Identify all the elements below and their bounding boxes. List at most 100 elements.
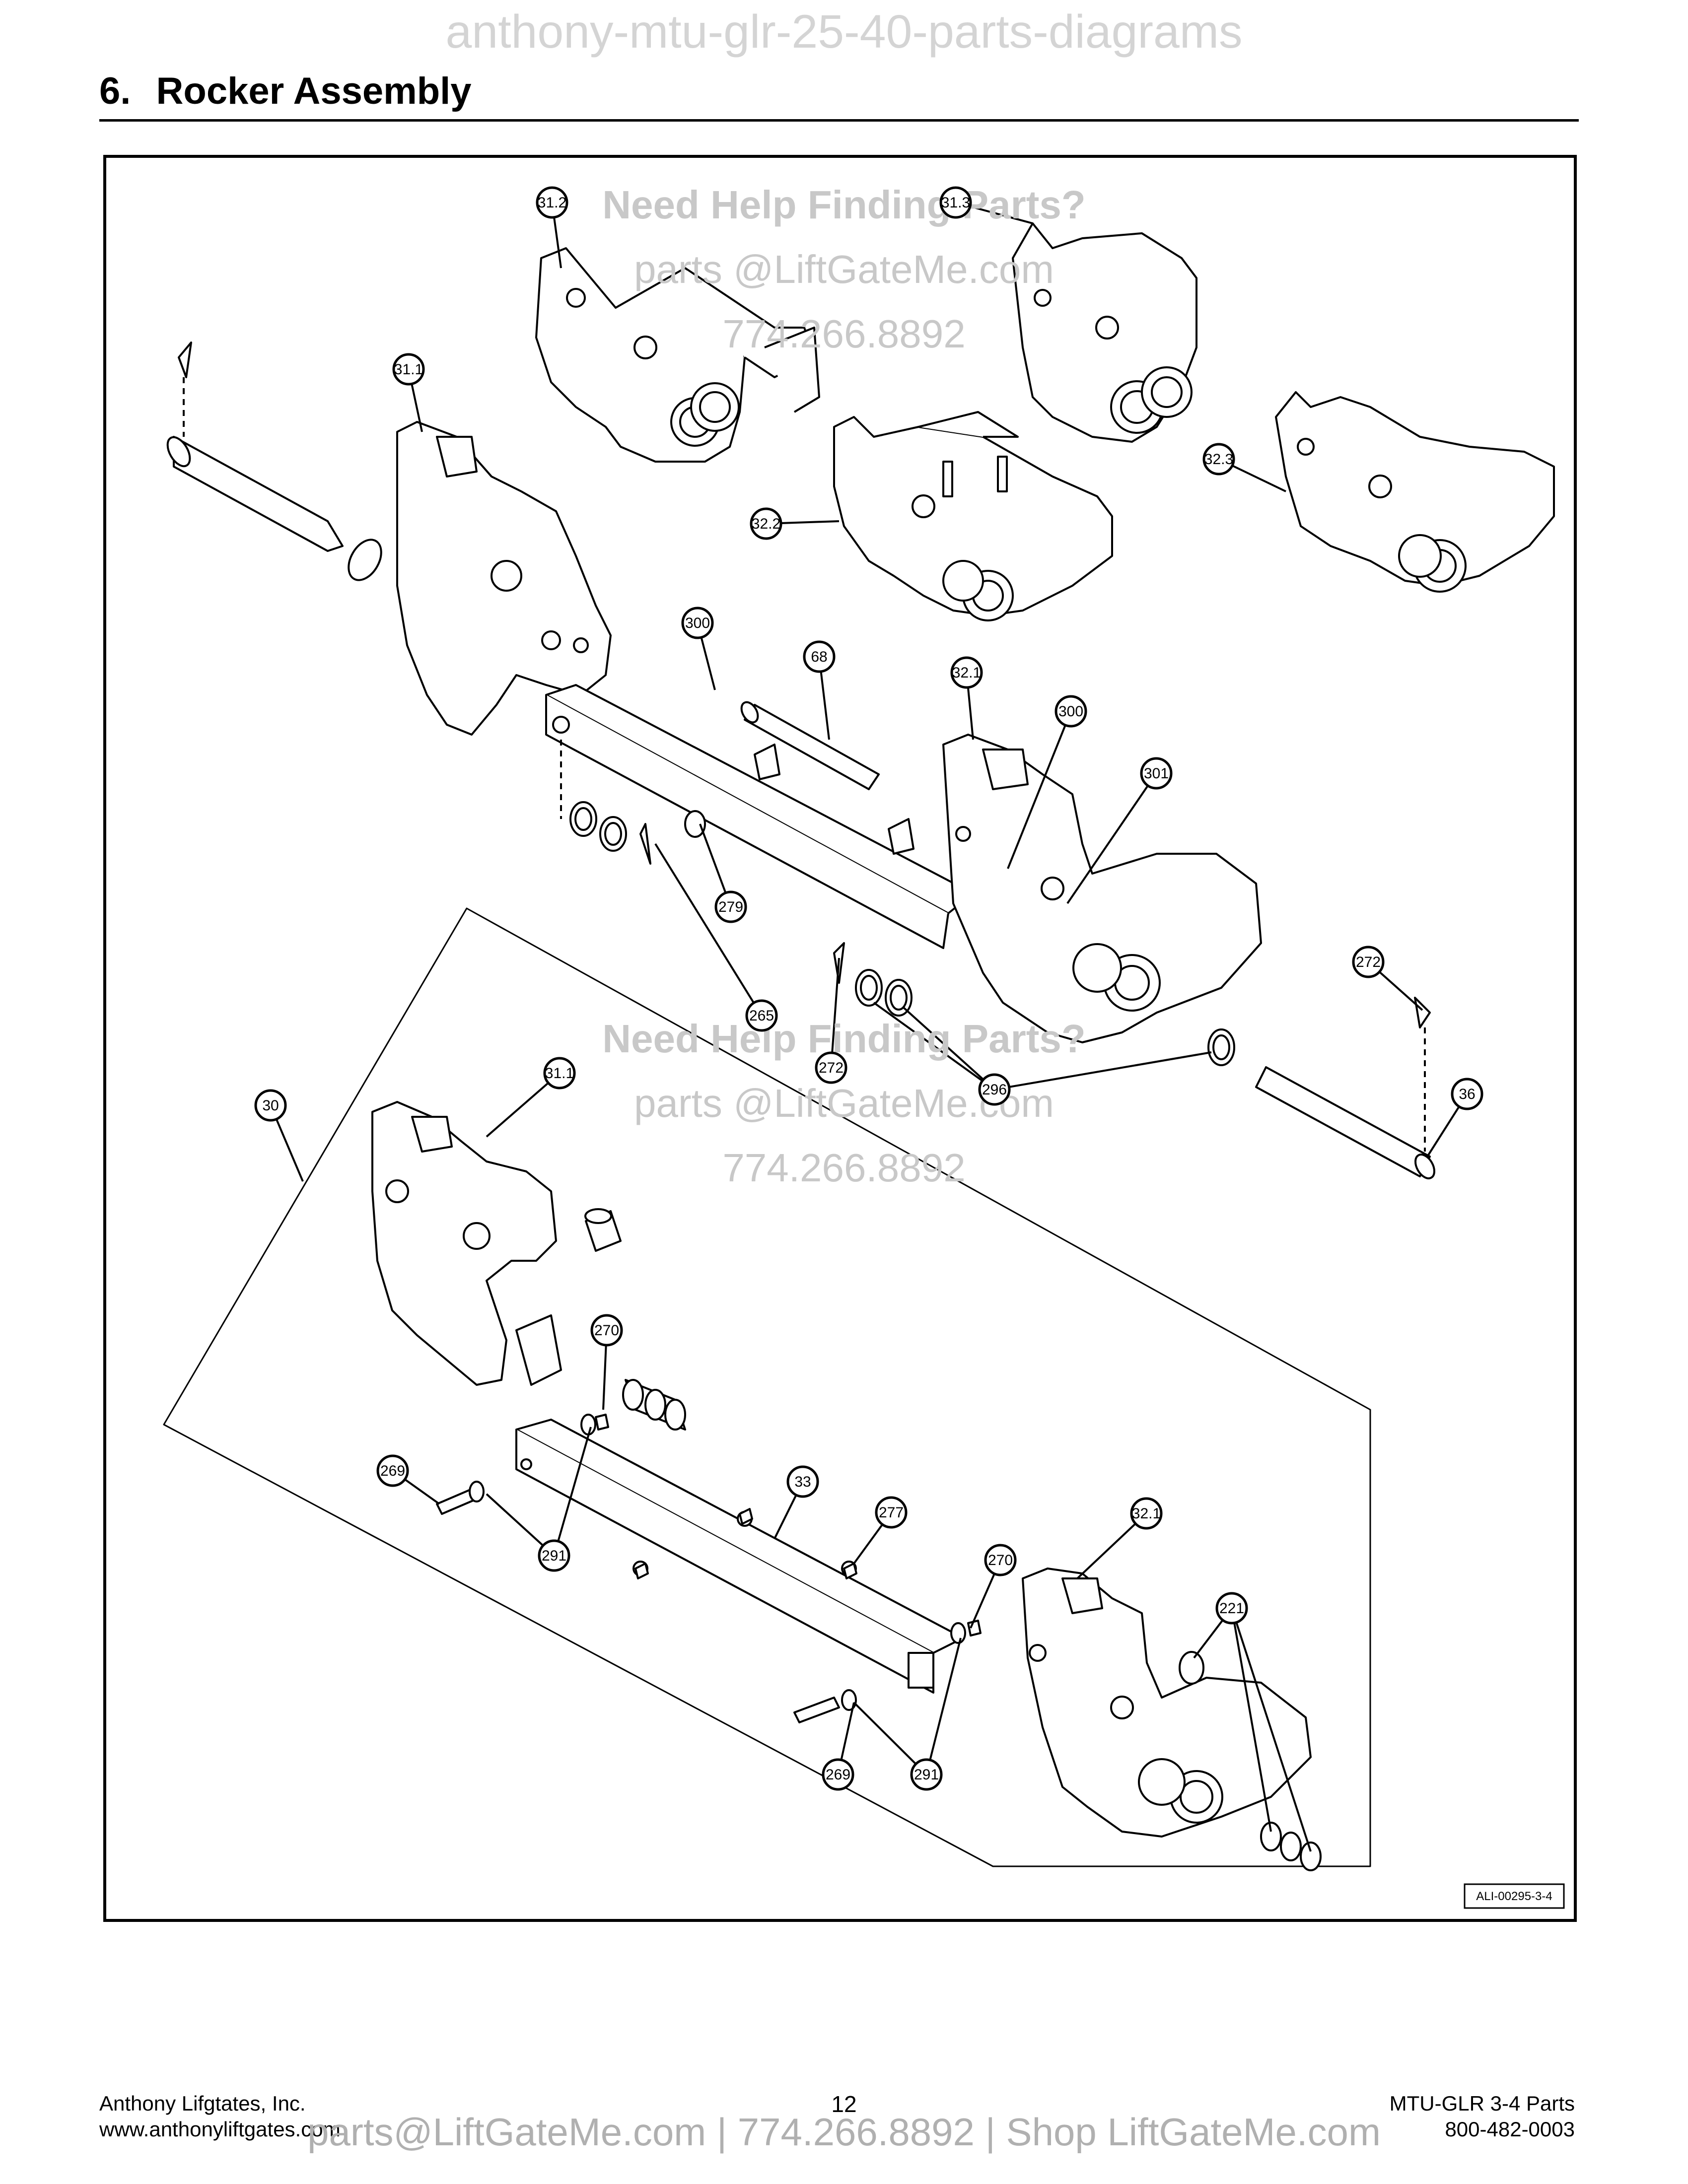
callout-label: 272: [1356, 954, 1381, 970]
left-pin-drawing: [166, 341, 382, 581]
callout-label: 31.3: [941, 195, 970, 211]
callout-bubble: 31.1: [392, 353, 425, 386]
callout-bubble: 269: [376, 1454, 409, 1487]
callout-bubble: 277: [875, 1496, 908, 1529]
center-watermark-1: Need Help Finding Parts? parts @LiftGate…: [602, 183, 1085, 356]
callout-label: 68: [811, 649, 827, 665]
callout-bubble: 301: [1140, 757, 1173, 790]
callout-bubble: 32.3: [1202, 443, 1235, 476]
footer-left: Anthony Lifgtates, Inc. www.anthonyliftg…: [99, 2091, 341, 2142]
callout-bubble: 269: [822, 1758, 854, 1791]
callout-circle: [536, 186, 568, 219]
callout-bubble: 291: [910, 1758, 943, 1791]
callout-bubble: 33: [786, 1465, 819, 1498]
washer-group-upper-drawing: [569, 801, 1235, 1066]
callout-circle: [1140, 757, 1173, 790]
callout-circle: [950, 656, 983, 689]
callout-circle: [803, 640, 836, 673]
callout-label: 32.1: [952, 665, 981, 681]
callout-circle: [745, 999, 778, 1032]
callout-bubble: 279: [714, 890, 747, 923]
section-title-text: Rocker Assembly: [156, 70, 472, 112]
footer-right: MTU-GLR 3-4 Parts 800-482-0003: [1390, 2091, 1575, 2142]
callout-label: 272: [819, 1060, 844, 1076]
watermark-heading: Need Help Finding Parts?: [602, 1017, 1085, 1061]
section-number: 6.: [99, 70, 131, 112]
callout-bubble: 300: [1055, 695, 1087, 728]
callout-label: 265: [749, 1008, 774, 1024]
callout-label: 31.1: [394, 361, 423, 378]
callout-circle: [714, 890, 747, 923]
callout-circle: [1130, 1497, 1163, 1530]
callout-circle: [1352, 946, 1385, 978]
callout-label: 32.3: [1204, 451, 1233, 468]
section-title: 6. Rocker Assembly: [99, 69, 472, 113]
callout-bubble: 265: [745, 999, 778, 1032]
callout-bubble: 270: [590, 1314, 623, 1347]
bracket-31-2-drawing: [535, 247, 820, 463]
callout-circle: [984, 1544, 1017, 1576]
watermark-email: parts @LiftGateMe.com: [634, 247, 1054, 291]
callout-bubble: 32.1: [1130, 1497, 1163, 1530]
callout-circle: [910, 1758, 943, 1791]
callout-circle: [1215, 1592, 1248, 1625]
footer-website[interactable]: www.anthonyliftgates.com: [99, 2117, 341, 2141]
callout-label: 30: [262, 1097, 279, 1114]
right-pin-drawing: [1255, 997, 1435, 1179]
callout-label: 36: [1459, 1086, 1475, 1102]
callout-bubble: 31.1: [543, 1057, 576, 1090]
callout-label: 300: [685, 615, 710, 631]
callout-circle: [681, 607, 714, 639]
callout-label: 31.1: [545, 1065, 574, 1082]
callout-label: 269: [380, 1463, 405, 1479]
callout-label: 277: [879, 1504, 904, 1521]
callout-label: 33: [794, 1474, 811, 1490]
callout-bubble: 270: [984, 1544, 1017, 1576]
rocker-left-plate-drawing: [396, 421, 612, 736]
footer-page-number: 12: [831, 2091, 857, 2117]
callout-circle: [254, 1089, 287, 1122]
footer-phone: 800-482-0003: [1445, 2117, 1575, 2141]
callout-label: 32.1: [1132, 1505, 1161, 1522]
callout-label: 32.2: [752, 516, 780, 532]
callout-label: 301: [1144, 765, 1169, 782]
diagram-frame: [103, 155, 1577, 1922]
watermark-top: anthony-mtu-glr-25-40-parts-diagrams: [445, 5, 1243, 58]
callout-bubble: 272: [815, 1051, 847, 1084]
callout-bubble: 221: [1215, 1592, 1248, 1625]
callout-label: 279: [718, 899, 743, 915]
callout-bubble: 68: [803, 640, 836, 673]
callout-bubble: 31.3: [939, 186, 972, 219]
footer-company: Anthony Lifgtates, Inc.: [99, 2092, 306, 2115]
lower-bracket-31-1-drawing: [371, 1101, 562, 1386]
callout-label: 291: [542, 1548, 566, 1564]
callout-label: 296: [982, 1082, 1007, 1098]
callout-circle: [590, 1314, 623, 1347]
callout-bubble: 291: [538, 1539, 570, 1572]
callout-label: 269: [826, 1767, 850, 1783]
callout-circle: [978, 1073, 1011, 1106]
title-rule: [99, 119, 1579, 122]
lower-assembly-outline: [163, 907, 1371, 1867]
tube-33-drawing: [515, 1419, 964, 1694]
callout-bubble: 32.1: [950, 656, 983, 689]
callout-circle: [392, 353, 425, 386]
callout-bubble: 272: [1352, 946, 1385, 978]
callout-bubble: 36: [1451, 1078, 1483, 1110]
callout-label: 291: [914, 1767, 939, 1783]
bushings-drawing: [584, 1208, 686, 1431]
lower-bracket-32-1-drawing: [1022, 1568, 1322, 1871]
bracket-31-3-drawing: [1012, 222, 1197, 443]
callout-label: 270: [594, 1322, 619, 1339]
callout-bubble: 30: [254, 1089, 287, 1122]
callout-group: 31.2 31.3 31.1 32.3 32.2 300 68 32.1 300 301 279 26…: [254, 186, 1483, 1791]
footer-doc-title: MTU-GLR 3-4 Parts: [1389, 2092, 1575, 2115]
callout-bubble: 31.2: [536, 186, 568, 219]
pin-68-drawing: [740, 701, 914, 855]
callout-circle: [815, 1051, 847, 1084]
footer-watermark: parts@LiftGateMe.com | 774.266.8892 | Sh…: [307, 2110, 1381, 2154]
bracket-32-2-drawing: [833, 411, 1113, 621]
callout-bubble: 300: [681, 607, 714, 639]
callout-circle: [376, 1454, 409, 1487]
callout-circle: [1055, 695, 1087, 728]
